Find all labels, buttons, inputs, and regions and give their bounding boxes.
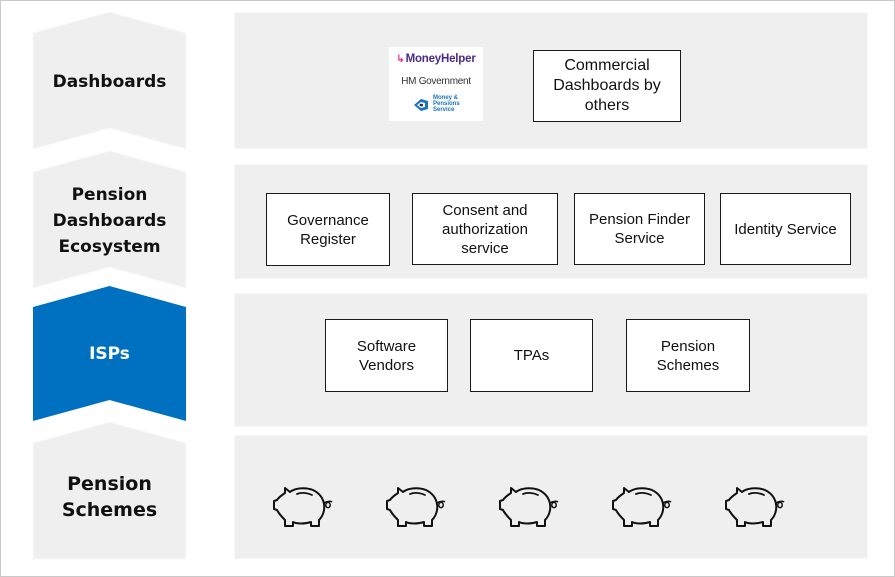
box-line: Commercial (564, 57, 650, 74)
piggy-bank-icon (612, 487, 672, 527)
moneyhelper-text: MoneyHelper (405, 53, 476, 65)
box-line: Pension Finder (589, 211, 690, 228)
pentagon-shape (32, 421, 187, 560)
box-pension-schemes: Pension Schemes (626, 319, 750, 392)
layer-label-schemes: Pension Schemes (32, 421, 187, 560)
layer-label-isps: ISPs (33, 286, 186, 421)
box-line: Vendors (358, 356, 415, 374)
box-pension-finder-service: Pension Finder Service (574, 193, 705, 265)
moneyhelper-arrow-icon: ↳ (396, 54, 405, 65)
piggy-bank-icon (499, 487, 559, 527)
hm-government-text: HM Government (401, 76, 471, 87)
label-line: Dashboards (52, 211, 167, 231)
money-pensions-service-icon (414, 99, 428, 111)
box-line: Identity Service (734, 220, 837, 238)
box-line: Pension (660, 337, 716, 355)
layer-panel-schemes (234, 435, 868, 559)
box-line: Schemes (656, 356, 720, 374)
label-line: Ecosystem (58, 237, 161, 257)
chevron-shape (33, 286, 186, 421)
layer-label-text: ISPs (89, 344, 130, 364)
piggy-bank-icon (725, 487, 785, 527)
layer-label-text: Dashboards (52, 72, 167, 92)
layer-label-text: Pension Schemes (33, 471, 186, 523)
chevron-shape (32, 150, 187, 289)
moneyhelper-logo: ↳MoneyHelper HM Government Money & Pensi… (389, 47, 483, 121)
piggy-bank-icon (386, 487, 446, 527)
box-line: Governance (287, 211, 369, 229)
box-line: Consent and (442, 201, 528, 219)
chevron-shape (32, 11, 187, 150)
box-governance-register: Governance Register (266, 193, 390, 266)
box-line: Register (300, 230, 356, 248)
moneyhelper-wordmark: ↳MoneyHelper (389, 53, 483, 65)
layer-label-ecosystem: Pension Dashboards Ecosystem (32, 150, 187, 289)
box-tpas: TPAs (470, 319, 593, 392)
box-line: service (461, 239, 509, 257)
box-line: Dashboards by (553, 77, 661, 94)
piggy-bank-icon (273, 487, 333, 527)
label-line: Pension (71, 185, 148, 205)
box-line: others (584, 97, 630, 114)
box-line: TPAs (513, 347, 550, 364)
box-line: authorization (442, 220, 528, 238)
box-identity-service: Identity Service (720, 193, 851, 265)
box-commercial-dashboards: Commercial Dashboards by others (533, 50, 681, 122)
layer-label-dashboards: Dashboards (32, 11, 187, 150)
layer-label-text: Pension Dashboards Ecosystem (33, 182, 186, 260)
box-software-vendors: Software Vendors (325, 319, 448, 392)
box-consent-authorization-service: Consent and authorization service (412, 193, 558, 265)
label-line: Pension (67, 473, 152, 495)
box-line: Service (614, 230, 665, 247)
label-line: Schemes (61, 499, 158, 521)
money-pensions-service-text: Money & Pensions Service (433, 95, 460, 113)
box-line: Software (356, 337, 417, 355)
